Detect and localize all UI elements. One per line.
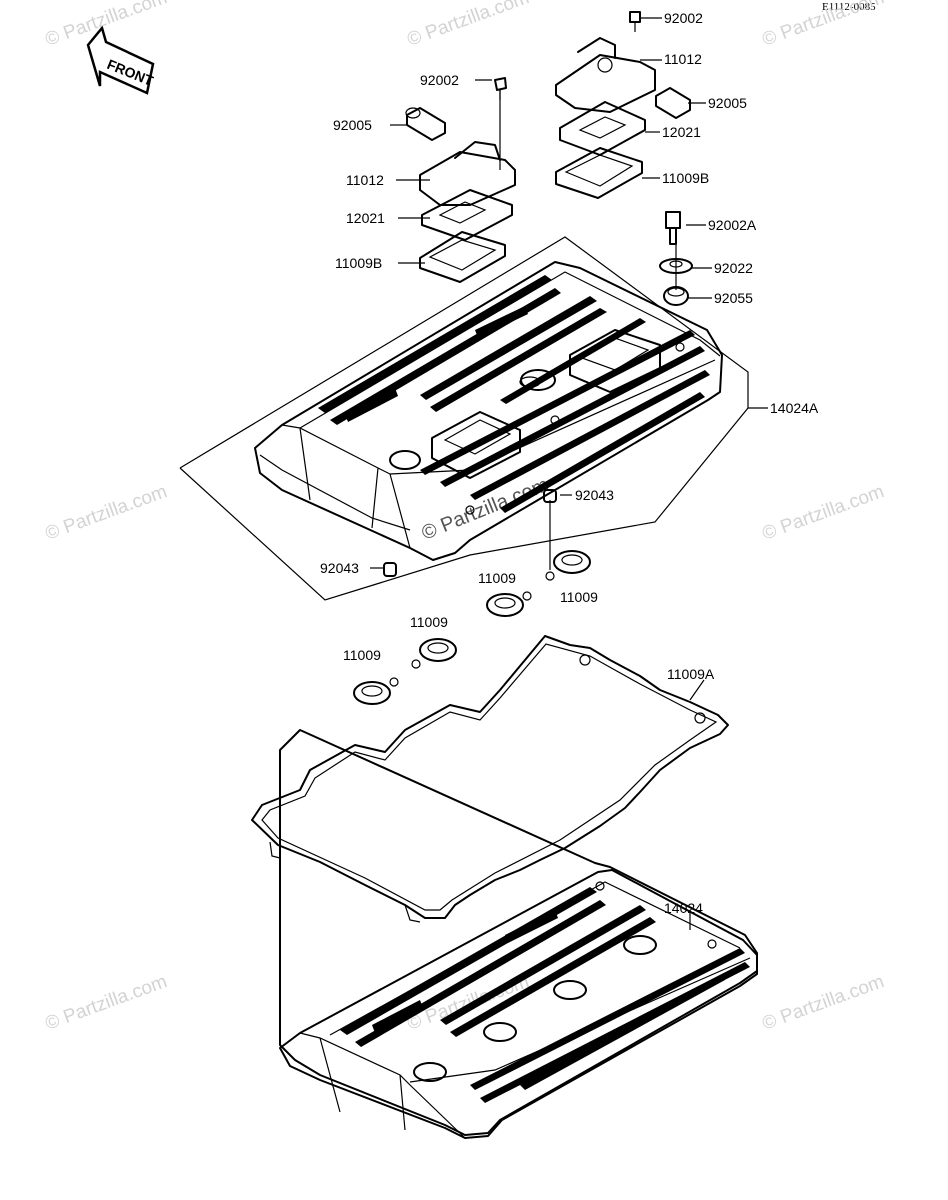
callout-92055: 92055: [714, 290, 753, 306]
callout-92043-right: 92043: [575, 487, 614, 503]
watermark: © Partzilla.com: [760, 481, 887, 545]
front-arrow-icon: FRONT: [86, 25, 156, 95]
callout-92043-left: 92043: [320, 560, 359, 576]
watermark-center: © Partzilla.com: [419, 474, 552, 545]
watermark: © Partzilla.com: [760, 971, 887, 1035]
callout-12021-right: 12021: [662, 124, 701, 140]
reference-code: E1112-0085: [822, 1, 876, 13]
watermarks: © Partzilla.com © Partzilla.com © Partzi…: [43, 0, 887, 1035]
callout-11009B-right: 11009B: [662, 170, 709, 186]
callout-11012-left: 11012: [346, 172, 384, 188]
watermark: © Partzilla.com: [760, 0, 887, 51]
callout-11009-b: 11009: [560, 589, 598, 605]
cylinder-head-cover-lower: [279, 729, 758, 1139]
callout-92022: 92022: [714, 260, 753, 276]
breather-assembly-left: [405, 77, 516, 283]
callout-92002-top: 92002: [664, 10, 703, 26]
cylinder-head-cover-upper: [254, 261, 723, 561]
callout-14024: 14024: [664, 900, 703, 916]
callout-92005-left: 92005: [333, 117, 372, 133]
callout-11009A: 11009A: [667, 666, 715, 682]
callout-92005-right: 92005: [708, 95, 747, 111]
leader-lines: [370, 17, 712, 930]
callout-14024A: 14024A: [770, 400, 819, 416]
watermark: © Partzilla.com: [43, 971, 170, 1035]
callouts: 92002 11012 92002 92005 92005 12021 1101…: [320, 10, 819, 916]
callout-11012-right: 11012: [664, 51, 702, 67]
callout-11009-a: 11009: [478, 570, 516, 586]
head-cover-gasket: [251, 635, 729, 923]
plug-seals-11009: [353, 550, 591, 705]
breather-assembly-right: [555, 11, 691, 199]
callout-11009B-left: 11009B: [335, 255, 382, 271]
watermark: © Partzilla.com: [43, 481, 170, 545]
watermark: © Partzilla.com: [405, 0, 532, 51]
callout-12021-left: 12021: [346, 210, 385, 226]
callout-92002-left: 92002: [420, 72, 459, 88]
callout-92002A: 92002A: [708, 217, 757, 233]
callout-11009-c: 11009: [410, 614, 448, 630]
callout-11009-d: 11009: [343, 647, 381, 663]
